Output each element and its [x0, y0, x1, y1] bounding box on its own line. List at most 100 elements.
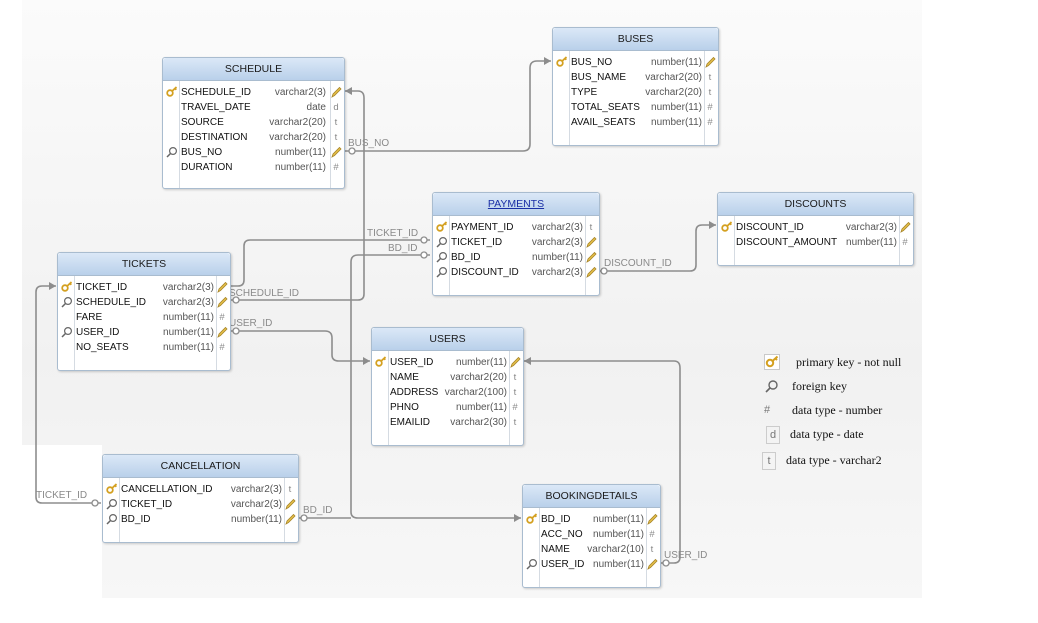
- pencil-icon: [704, 55, 716, 70]
- relation-end-markers: [91, 147, 670, 567]
- table-title[interactable]: BOOKINGDETAILS: [523, 485, 660, 508]
- datatype-flag: #: [707, 102, 713, 113]
- relation-line-ticket-id[interactable]: [229, 239, 430, 287]
- key-icon: [555, 55, 569, 70]
- column-type: number(11): [593, 559, 644, 570]
- legend-date-text: data type - date: [790, 427, 864, 441]
- table-title[interactable]: PAYMENTS: [433, 193, 599, 216]
- column-separator: [585, 216, 586, 295]
- table-title[interactable]: DISCOUNTS: [718, 193, 913, 216]
- arrow-head: [544, 57, 551, 65]
- relation-label-cancel-ticket-id: TICKET_ID: [36, 490, 87, 501]
- column-type: number(11): [593, 529, 644, 540]
- pencil-icon: [899, 220, 911, 235]
- table-title[interactable]: USERS: [372, 328, 523, 351]
- column-name: DESTINATION: [181, 132, 248, 143]
- key-icon: [435, 220, 449, 235]
- relation-line-user-id[interactable]: [231, 330, 370, 362]
- relation-line-bus-no[interactable]: [343, 60, 551, 152]
- column-type: varchar2(3): [531, 267, 583, 278]
- column-type: varchar2(20): [269, 132, 326, 143]
- relation-line-cancel-ticket-id[interactable]: [35, 285, 101, 504]
- table-title[interactable]: TICKETS: [58, 253, 230, 276]
- relation-line-bd-id[interactable]: [350, 254, 521, 519]
- relation-line-schedule-id[interactable]: [231, 90, 365, 301]
- blank-icon: [555, 100, 569, 115]
- relation-line-discount-id[interactable]: [598, 224, 716, 272]
- column-name: BD_ID: [451, 252, 481, 263]
- legend-number-text: data type - number: [792, 403, 883, 417]
- datatype-flag: t: [650, 544, 654, 555]
- column-type: number(11): [456, 402, 507, 413]
- column-type: date: [306, 102, 326, 113]
- table-title[interactable]: BUSES: [553, 28, 718, 51]
- table-title[interactable]: CANCELLATION: [103, 455, 298, 478]
- column-name: FARE: [76, 312, 103, 323]
- blank-icon: [165, 115, 179, 130]
- column-type: varchar2(20): [645, 72, 702, 83]
- column-name: PAYMENT_ID: [451, 222, 514, 233]
- datatype-flag: #: [512, 402, 518, 413]
- relation-line-booking-user-id[interactable]: [524, 360, 681, 564]
- varchar-type-icon: t: [762, 452, 776, 470]
- column-type: varchar2(3): [274, 87, 326, 98]
- magnifier-icon: [105, 497, 119, 512]
- magnifier-icon: [764, 378, 780, 394]
- column-type: number(11): [456, 357, 507, 368]
- table-title[interactable]: SCHEDULE: [163, 58, 344, 81]
- arrow-head: [709, 221, 716, 229]
- column-name: ADDRESS: [390, 387, 439, 398]
- datatype-flag: #: [333, 162, 339, 173]
- column-name: TOTAL_SEATS: [571, 102, 640, 113]
- column-type: number(11): [275, 162, 326, 173]
- column-type: number(11): [163, 342, 214, 353]
- datatype-flag: t: [513, 417, 517, 428]
- datatype-flag: t: [708, 72, 712, 83]
